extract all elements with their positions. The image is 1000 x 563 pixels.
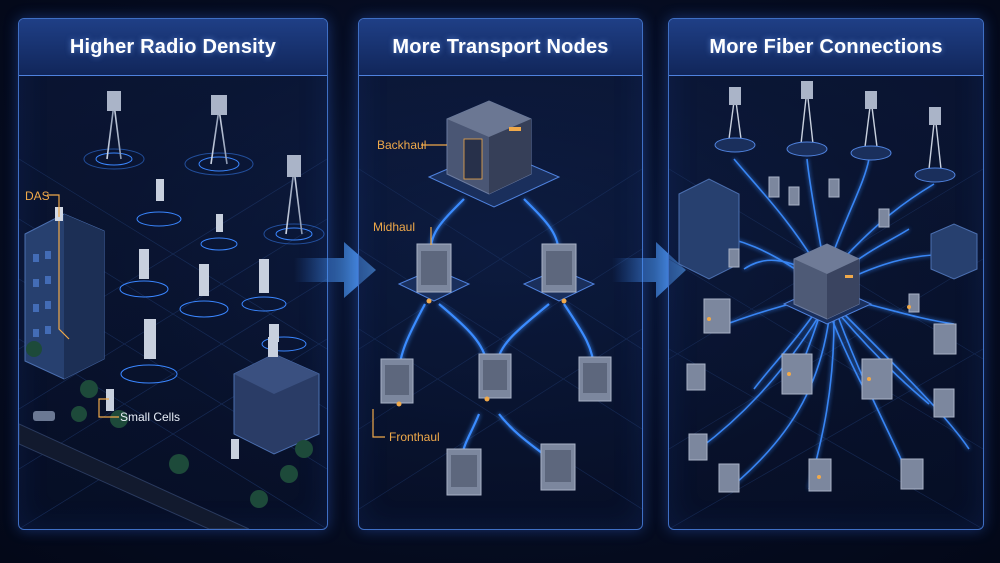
arrow-right-icon (612, 242, 686, 298)
panel-header: More Fiber Connections (669, 19, 983, 76)
backhaul-label: Backhaul (377, 138, 427, 152)
panel-header: Higher Radio Density (19, 19, 327, 76)
panel-more-fiber-connections: More Fiber Connections (668, 18, 984, 530)
midhaul-node-left (397, 243, 471, 302)
office-building (233, 337, 320, 455)
panel-title: More Transport Nodes (392, 35, 609, 58)
panel-header: More Transport Nodes (359, 19, 642, 76)
panel-title: Higher Radio Density (69, 35, 277, 58)
small-cells-label: Small Cells (120, 410, 181, 424)
arrow-right-icon (294, 242, 376, 298)
das-label: DAS (25, 189, 50, 203)
panel-title: More Fiber Connections (709, 35, 943, 58)
transport-nodes-scene (359, 100, 642, 510)
central-hub (782, 243, 873, 325)
panel-higher-radio-density: Higher Radio Density DAS Small Cells (18, 18, 328, 530)
macro-tower-1 (83, 148, 145, 170)
fiber-connections-scene (669, 81, 983, 529)
fronthaul-label: Fronthaul (389, 430, 440, 444)
panel-more-transport-nodes: More Transport Nodes Backhaul Midhaul Fr… (358, 18, 643, 530)
midhaul-label: Midhaul (373, 220, 416, 234)
midhaul-node-right (522, 243, 596, 302)
das-building (24, 207, 105, 380)
radio-density-scene (19, 91, 327, 529)
backhaul-node (427, 100, 561, 208)
